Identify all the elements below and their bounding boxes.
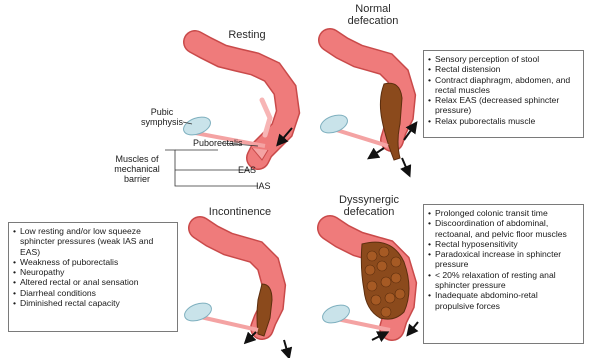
arrow-icon — [372, 334, 384, 340]
dyssynergic-defecation-illustration — [320, 228, 418, 340]
panel-title-resting: Resting — [222, 29, 272, 41]
panel-title-line: Dyssynergic — [324, 194, 414, 206]
list-item: Relax puborectalis muscle — [428, 116, 579, 126]
label-muscles-of-mechanical-barrier: Muscles of mechanical barrier — [108, 154, 166, 184]
label-line: mechanical — [108, 164, 166, 174]
list-item: Sensory perception of stool — [428, 54, 579, 64]
list-item: Relax EAS (decreased sphincter pressure) — [428, 95, 579, 116]
panel-title-line: Normal — [338, 3, 408, 15]
arrow-icon — [410, 322, 418, 332]
incontinence-illustration — [182, 228, 288, 354]
arrow-icon — [402, 158, 408, 172]
arrow-icon — [372, 148, 384, 156]
list-item: Rectal distension — [428, 64, 579, 74]
arrow-icon — [284, 340, 288, 354]
panel-title-line: defecation — [338, 15, 408, 27]
incontinence-box: Low resting and/or low squeeze sphincter… — [8, 222, 178, 332]
list-item: Weakness of puborectalis — [13, 257, 173, 267]
label-puborectalis: Puborectalis — [193, 138, 243, 148]
label-line: symphysis — [138, 117, 186, 127]
label-line: barrier — [108, 174, 166, 184]
list-item: Rectal hyposensitivity — [428, 239, 579, 249]
panel-title-line: defecation — [324, 206, 414, 218]
list-item: Prolonged colonic transit time — [428, 208, 579, 218]
label-line: Pubic — [138, 107, 186, 117]
dyssynergic-defecation-box: Prolonged colonic transit time Discoordi… — [423, 204, 584, 344]
list-item: Paradoxical increase in sphincter pressu… — [428, 249, 579, 270]
list-item: Discoordination of abdominal, rectoanal,… — [428, 218, 579, 239]
panel-title-incontinence: Incontinence — [200, 206, 280, 218]
list-item: Contract diaphragm, abdomen, and rectal … — [428, 75, 579, 96]
list-item: Diarrheal conditions — [13, 288, 173, 298]
list-item: Inadequate abdomino-retal propulsive for… — [428, 290, 579, 311]
label-ias: IAS — [256, 181, 271, 191]
label-leaders — [165, 122, 258, 186]
panel-title-normal-defecation: Normal defecation — [338, 3, 408, 27]
label-eas: EAS — [238, 165, 256, 175]
list-item: Neuropathy — [13, 267, 173, 277]
list-item: < 20% relaxation of resting anal sphinct… — [428, 270, 579, 291]
panel-title-dyssynergic-defecation: Dyssynergic defecation — [324, 194, 414, 218]
list-item: Diminished rectal capacity — [13, 298, 173, 308]
list-item: Altered rectal or anal sensation — [13, 277, 173, 287]
label-line: Muscles of — [108, 154, 166, 164]
normal-defecation-box: Sensory perception of stool Rectal diste… — [423, 50, 584, 138]
normal-defecation-illustration — [318, 40, 414, 172]
label-pubic-symphysis: Pubic symphysis — [138, 107, 186, 127]
list-item: Low resting and/or low squeeze sphincter… — [13, 226, 173, 257]
